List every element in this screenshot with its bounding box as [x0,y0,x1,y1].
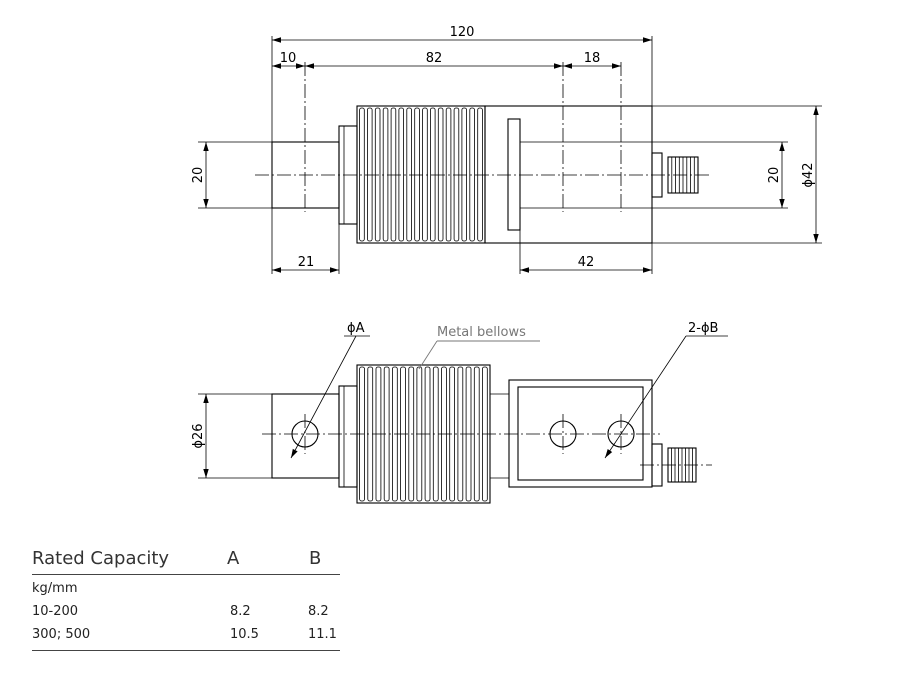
bellows-rib [461,107,467,242]
b-value: 11.1 [308,627,337,642]
bellows-rib [406,107,412,242]
top-view: 120 10 82 18 20 20 ϕ42 21 42 [191,25,822,274]
bellows-rib [445,107,452,242]
right-collar [507,118,521,231]
bellows-top [356,105,486,244]
bellows-rib [408,366,415,502]
bellows-rib [453,107,460,242]
bellows-rib [359,107,365,242]
dim-82: 82 [426,51,443,66]
unit-label: kg/mm [32,581,78,596]
bellows-rib [437,107,444,242]
bellows-rib [473,366,480,502]
right-body-side [508,379,653,488]
label-holes-b: 2-ϕB [688,321,718,336]
dim-diameter-26: ϕ26 [191,423,206,448]
bellows-rib [366,107,373,242]
capacity-value: 10-200 [32,604,79,619]
table-unit-row: kg/mm [32,581,340,604]
right-body [484,105,653,244]
b-value: 8.2 [308,604,329,619]
rated-capacity-table: Rated Capacity A B kg/mm 10-200 8.2 8.2 … [32,548,340,651]
capacity-value: 300; 500 [32,627,91,642]
dim-21: 21 [298,255,315,270]
leader-metal-bellows [418,340,438,370]
bellows-rib [477,107,483,242]
dim-42: 42 [578,255,595,270]
header-b: B [309,548,322,569]
dim-diameter-42: ϕ42 [801,162,816,187]
bellows-rib [390,107,397,242]
a-value: 8.2 [230,604,251,619]
bellows-rib [398,107,404,242]
bellows-rib [429,107,436,242]
table-header-row: Rated Capacity A B [32,548,340,575]
table-row: 10-200 8.2 8.2 [32,604,340,627]
bellows-rib [374,107,381,242]
leader-holes-b [604,335,687,459]
header-rated-capacity: Rated Capacity [32,548,170,569]
dim-overall: 120 [450,25,475,40]
dim-right-20: 20 [767,167,782,184]
label-hole-a: ϕA [347,321,365,336]
dim-18: 18 [584,51,601,66]
a-value: 10.5 [230,627,259,642]
left-flange-side [338,385,358,488]
side-view: ϕ26 ϕA Metal bellows 2-ϕB [191,321,728,504]
bellows-rib [382,107,389,242]
dim-left-20: 20 [191,167,206,184]
leader-hole-a [290,335,357,459]
bellows-rib [422,107,428,242]
left-block [271,393,340,479]
bellows-rib [469,107,475,242]
dim-10: 10 [280,51,297,66]
bellows-ribs-top [359,107,483,242]
header-a: A [227,548,240,569]
table-row: 300; 500 10.5 11.1 [32,627,340,651]
bellows-rib [414,107,420,242]
label-metal-bellows: Metal bellows [437,325,526,340]
